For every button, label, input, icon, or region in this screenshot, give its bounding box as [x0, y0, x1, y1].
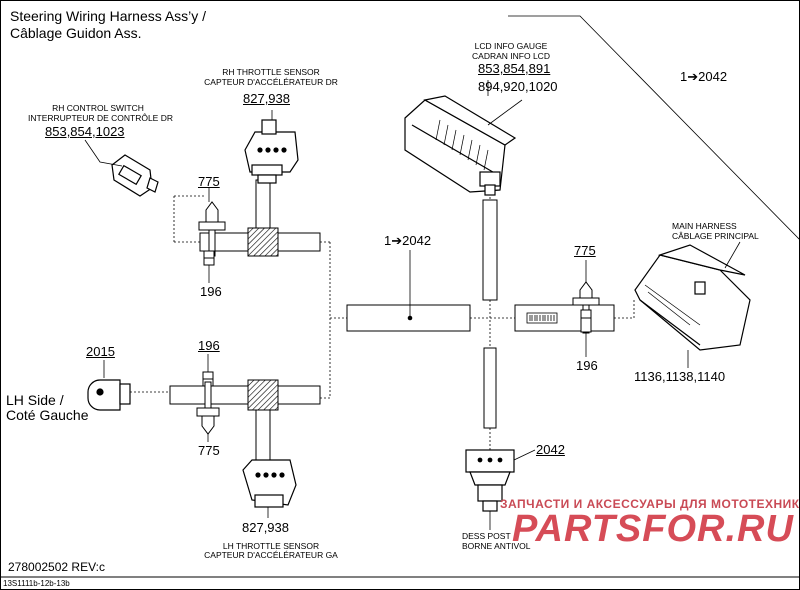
main-harness-connector [634, 244, 751, 351]
rh-throttle-parts: 827,938 [243, 91, 290, 106]
lcd-parts-1: 853,854,891 [478, 61, 551, 76]
lh-throttle-label-fr: CAPTEUR D'ACCÉLÉRATEUR GA [204, 550, 338, 560]
lcd-parts-2: 894,920,1020 [478, 79, 558, 94]
rh-throttle-connector [244, 119, 299, 184]
main-harness-label-fr: CÂBLAGE PRINCIPAL [672, 231, 759, 241]
rh-throttle-lead [255, 179, 271, 234]
callout-center: 1➔2042 [384, 233, 432, 248]
lh-side-label-fr: Coté Gauche [6, 407, 89, 423]
lh-side-connector [87, 379, 131, 411]
cable-tie-lh [196, 381, 220, 435]
callout-lh-clip: 196 [198, 338, 220, 353]
lh-throttle-connector [242, 459, 297, 508]
dess-parts: 2042 [536, 442, 565, 457]
lh-throttle-parts: 827,938 [242, 520, 289, 535]
rh-switch-parts: 853,854,1023 [45, 124, 125, 139]
lh-throttle-label-en: LH THROTTLE SENSOR [222, 541, 320, 551]
callout-lh-tie: 775 [198, 443, 220, 458]
rh-throttle-label-en: RH THROTTLE SENSOR [222, 67, 320, 77]
watermark-line1: ЗАПЧАСТИ И АКСЕССУАРЫ ДЛЯ МОТОТЕХНИКИ [500, 497, 800, 511]
clip-right [580, 309, 592, 333]
rh-switch-label-fr: INTERRUPTEUR DE CONTRÔLE DR [28, 113, 173, 123]
dess-lead [483, 347, 497, 429]
leader-lines [207, 15, 800, 442]
rh-junction [247, 227, 279, 257]
watermark-line2: PARTSFOR.RU [512, 508, 794, 550]
lh-side-parts: 2015 [86, 344, 115, 359]
footer-code: 13S1111b-12b-13b [3, 579, 70, 588]
lh-junction [247, 379, 279, 411]
dess-post [465, 449, 515, 512]
clip-rh [203, 250, 215, 266]
barcode-label [526, 312, 558, 324]
main-harness-label-en: MAIN HARNESS [672, 221, 737, 231]
dess-label-fr: BORNE ANTIVOL [462, 541, 531, 551]
title-en: Steering Wiring Harness Ass’y / [10, 8, 207, 24]
callout-right-clip: 196 [576, 358, 598, 373]
rh-throttle-label-fr: CAPTEUR D'ACCÉLÉRATEUR DR [204, 77, 338, 87]
main-harness-parts: 1136,1138,1140 [634, 369, 726, 384]
title-fr: Câblage Guidon Ass. [10, 25, 142, 41]
lh-side-label-en: LH Side / [6, 392, 64, 408]
callout-rh-clip: 196 [200, 284, 222, 299]
callout-right-tie: 775 [574, 243, 596, 258]
lh-throttle-lead [255, 403, 271, 461]
rh-switch-connector [111, 154, 159, 197]
rh-switch-label-en: RH CONTROL SWITCH [52, 103, 144, 113]
lcd-label-fr: CADRAN INFO LCD [472, 51, 550, 61]
lcd-connector [404, 95, 517, 196]
lcd-lead [482, 199, 498, 301]
lh-branch-sleeve [169, 385, 321, 405]
footer-ref: 278002502 REV:c [8, 560, 105, 574]
lcd-label-en: LCD INFO GAUGE [474, 41, 548, 51]
cable-tie-rh [198, 201, 226, 257]
callout-top-right: 1➔2042 [680, 69, 728, 84]
dess-label-en: DESS POST [462, 531, 511, 541]
callout-rh-tie: 775 [198, 174, 220, 189]
